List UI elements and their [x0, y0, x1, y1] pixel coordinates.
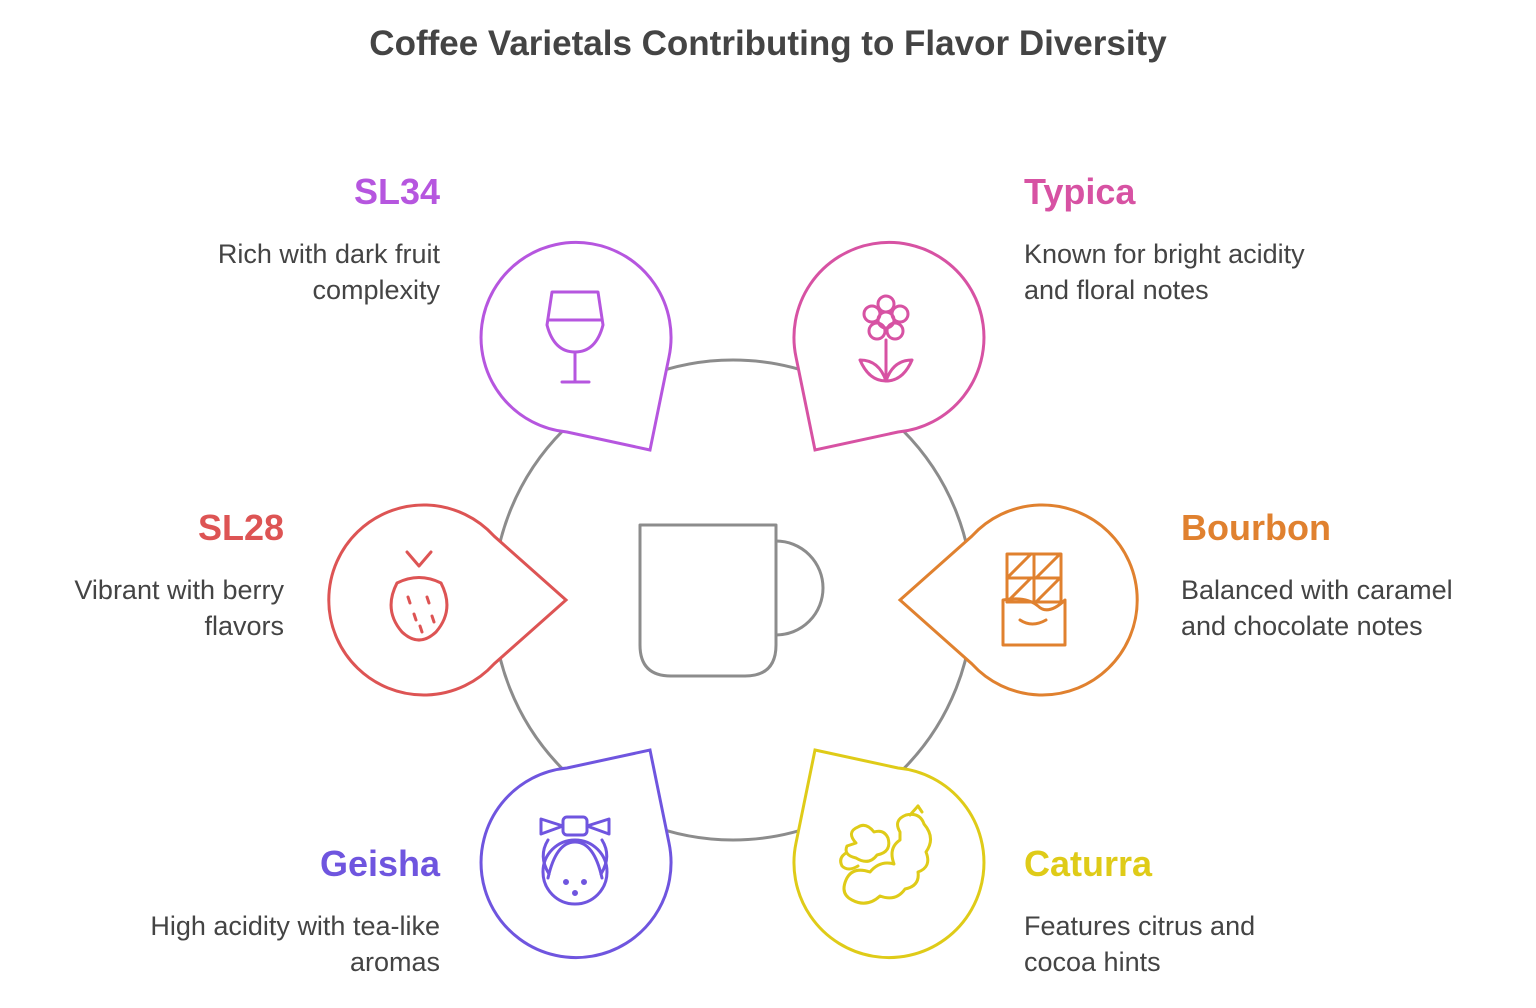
label-caturra: Caturra Features citrus and cocoa hints: [1024, 844, 1444, 980]
pin-geisha: [479, 748, 673, 960]
label-bourbon: Bourbon Balanced with caramel and chocol…: [1181, 508, 1536, 644]
citrus-cocoa-icon: [839, 804, 932, 905]
wine-glass-icon: [545, 290, 605, 384]
label-typica: Typica Known for bright acidity and flor…: [1024, 172, 1444, 308]
item-desc-sl34: Rich with dark fruit complexity: [217, 239, 440, 305]
item-title-bourbon: Bourbon: [1181, 507, 1331, 548]
pin-caturra: [792, 748, 986, 960]
item-title-typica: Typica: [1024, 171, 1136, 212]
item-desc-caturra: Features citrus and cocoa hints: [1024, 911, 1256, 977]
geisha-icon: [539, 815, 611, 906]
label-geisha: Geisha High acidity with tea-like aromas: [20, 844, 440, 980]
pin-typica: [792, 240, 986, 452]
item-desc-bourbon: Balanced with caramel and chocolate note…: [1181, 575, 1453, 641]
coffee-mug-icon: [638, 523, 825, 678]
label-sl34: SL34 Rich with dark fruit complexity: [20, 172, 440, 308]
strawberry-icon: [389, 550, 449, 642]
item-desc-sl28: Vibrant with berry flavors: [74, 575, 284, 641]
flower-icon: [858, 294, 914, 383]
item-title-sl28: SL28: [197, 507, 284, 548]
item-title-caturra: Caturra: [1024, 843, 1153, 884]
item-desc-geisha: High acidity with tea-like aromas: [150, 911, 440, 977]
label-sl28: SL28 Vibrant with berry flavors: [0, 508, 284, 644]
item-desc-typica: Known for bright acidity and floral note…: [1024, 239, 1305, 305]
item-title-sl34: SL34: [353, 171, 440, 212]
item-title-geisha: Geisha: [319, 843, 440, 884]
pin-sl34: [479, 240, 673, 452]
page-title: Coffee Varietals Contributing to Flavor …: [369, 24, 1167, 63]
chocolate-bar-icon: [1001, 552, 1067, 647]
